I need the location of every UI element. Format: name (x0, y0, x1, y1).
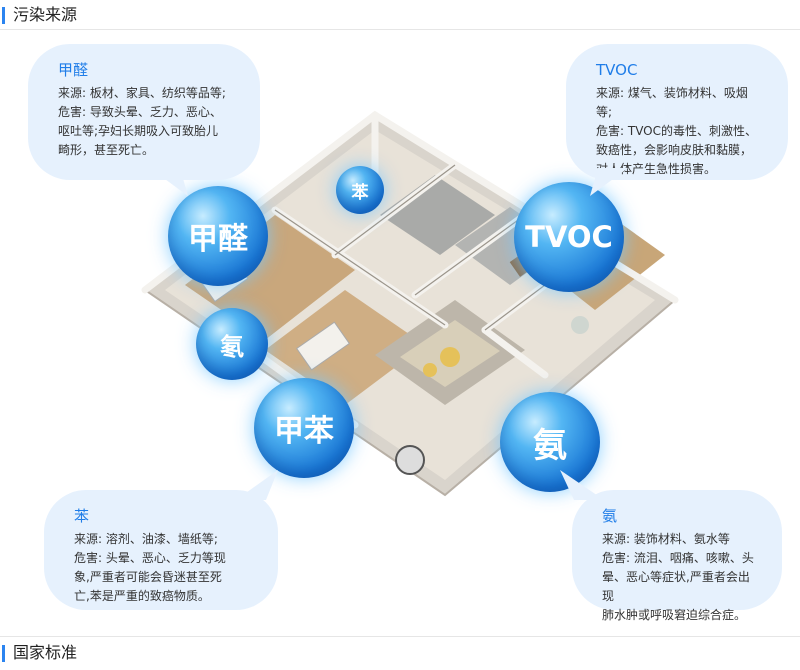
callout-line: 象,严重者可能会昏迷甚至死 (74, 570, 222, 584)
callout-line: 呕吐等;孕妇长期吸入可致胎儿 (58, 124, 219, 138)
callout-line: 来源: 煤气、装饰材料、吸烟等; (596, 86, 748, 119)
callout-tail (236, 470, 278, 500)
callout-line: 危害: 导致头晕、乏力、恶心、 (58, 105, 222, 119)
section-title: 污染来源 (13, 5, 78, 24)
formaldehyde-callout: 甲醛 来源: 板材、家具、纺织等品等; 危害: 导致头晕、乏力、恶心、 呕吐等;… (28, 44, 260, 180)
benzene-sphere: 苯 (336, 166, 384, 214)
callout-title: 氨 (602, 507, 618, 525)
tvoc-sphere: TVOC (514, 182, 624, 292)
callout-title: 甲醛 (58, 61, 89, 79)
callout-line: 来源: 装饰材料、氨水等 (602, 532, 730, 546)
ammonia-sphere: 氨 (500, 392, 600, 492)
callout-line: 来源: 板材、家具、纺织等品等; (58, 86, 226, 100)
section-header-pollution-sources: 污染来源 (0, 4, 800, 30)
toluene-sphere: 甲苯 (254, 378, 354, 478)
callout-line: 来源: 溶剂、油漆、墙纸等; (74, 532, 218, 546)
callout-line: 危害: 流泪、咽痛、咳嗽、头 (602, 551, 754, 565)
callout-tail (590, 168, 628, 196)
section-title: 国家标准 (13, 643, 78, 662)
callout-line: 亡,苯是严重的致癌物质。 (74, 589, 210, 603)
callout-line: 畸形，甚至死亡。 (58, 143, 155, 157)
callout-line: 危害: 头晕、恶心、乏力等现 (74, 551, 226, 565)
section-accent-bar (2, 7, 5, 24)
callout-tail (150, 168, 188, 196)
tvoc-callout: TVOC 来源: 煤气、装饰材料、吸烟等; 危害: TVOC的毒性、刺激性、 致… (566, 44, 788, 180)
divider (0, 636, 800, 637)
divider (0, 29, 800, 30)
formaldehyde-sphere: 甲醛 (168, 186, 268, 286)
callout-line: 致癌性，会影响皮肤和黏膜， (596, 143, 753, 157)
section-header-national-standard: 国家标准 (0, 636, 800, 668)
benzene-callout: 苯 来源: 溶剂、油漆、墙纸等; 危害: 头晕、恶心、乏力等现 象,严重者可能会… (44, 490, 278, 610)
callout-tail (560, 470, 604, 500)
radon-sphere: 氡 (196, 308, 268, 380)
callout-line: 危害: TVOC的毒性、刺激性、 (596, 124, 758, 138)
ammonia-callout: 氨 来源: 装饰材料、氨水等 危害: 流泪、咽痛、咳嗽、头 晕、恶心等症状,严重… (572, 490, 782, 622)
callout-line: 肺水肿或呼吸窘迫综合症。 (602, 608, 747, 622)
section-accent-bar (2, 645, 5, 662)
callout-line: 晕、恶心等症状,严重者会出现 (602, 570, 750, 603)
callout-title: 苯 (74, 507, 90, 525)
callout-line: 对人体产生急性损害。 (596, 162, 717, 176)
callout-title: TVOC (596, 61, 638, 79)
